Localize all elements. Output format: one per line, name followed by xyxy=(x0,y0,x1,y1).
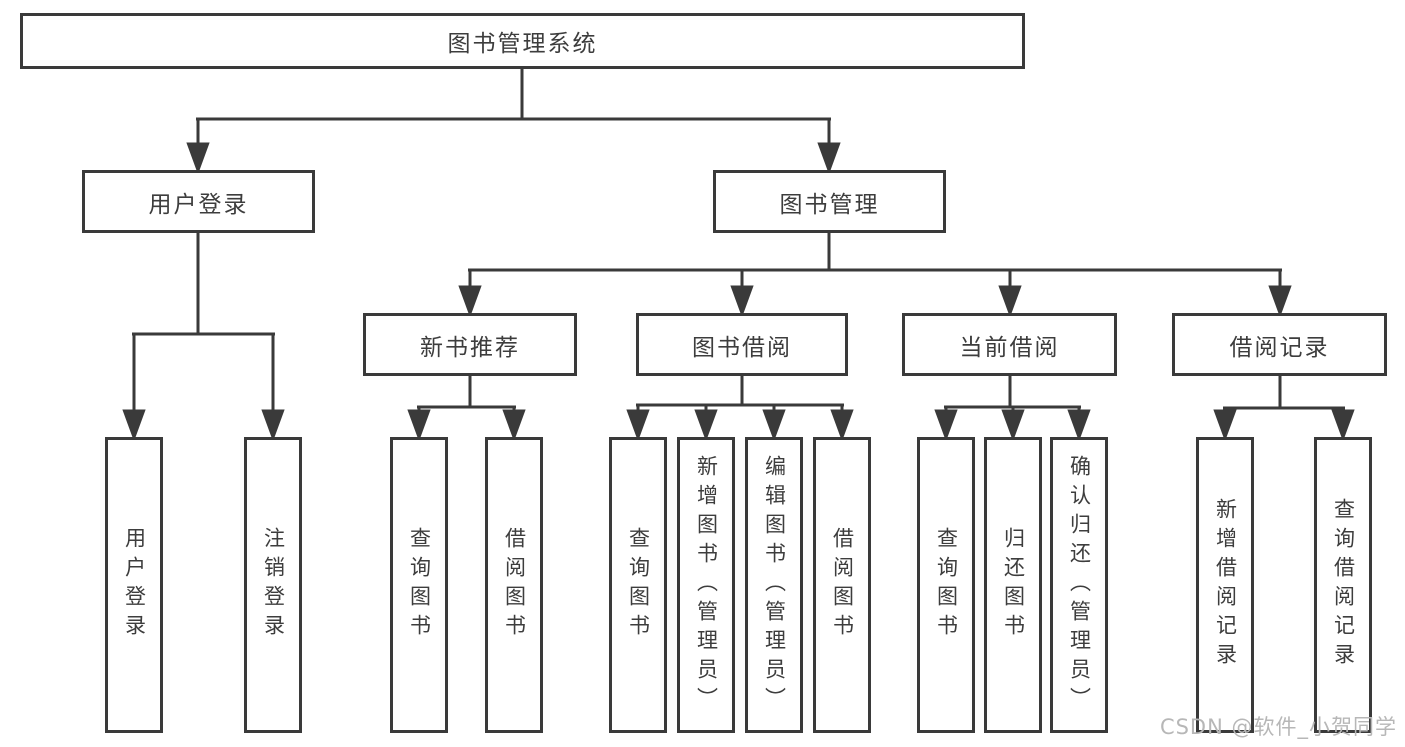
node-label: 归还图书 xyxy=(1001,527,1026,643)
node-label: 新增借阅记录 xyxy=(1213,498,1238,672)
leaf-return-books: 归还图书 xyxy=(984,437,1042,733)
node-label: 确认归还（管理员） xyxy=(1067,454,1092,716)
node-label: 查询图书 xyxy=(626,527,651,643)
node-label: 查询图书 xyxy=(407,527,432,643)
leaf-confirm-return-admin: 确认归还（管理员） xyxy=(1050,437,1108,733)
node-label: 借阅图书 xyxy=(502,527,527,643)
node-label: 新书推荐 xyxy=(420,334,520,361)
node-label: 用户登录 xyxy=(122,527,147,643)
node-current-borrowing: 当前借阅 xyxy=(902,313,1117,376)
leaf-query-books-borrowing: 查询图书 xyxy=(609,437,667,733)
leaf-query-books-recommend: 查询图书 xyxy=(390,437,448,733)
node-book-management: 图书管理 xyxy=(713,170,946,233)
node-user-login: 用户登录 xyxy=(82,170,315,233)
watermark: CSDN @软件_小贺同学 xyxy=(1159,715,1397,739)
leaf-borrow-books-recommend: 借阅图书 xyxy=(485,437,543,733)
leaf-user-login: 用户登录 xyxy=(105,437,163,733)
leaf-edit-book-admin: 编辑图书（管理员） xyxy=(745,437,803,733)
leaf-logout: 注销登录 xyxy=(244,437,302,733)
node-label: 查询借阅记录 xyxy=(1331,498,1356,672)
node-library-management-system: 图书管理系统 xyxy=(20,13,1025,69)
leaf-query-books-current: 查询图书 xyxy=(917,437,975,733)
leaf-add-borrow-record: 新增借阅记录 xyxy=(1196,437,1254,733)
node-label: 新增图书（管理员） xyxy=(694,454,719,716)
node-label: 当前借阅 xyxy=(959,334,1060,361)
node-label: 图书管理 xyxy=(779,191,880,218)
node-label: 图书借阅 xyxy=(692,334,792,361)
node-label: 查询图书 xyxy=(934,527,959,643)
node-label: 借阅图书 xyxy=(830,527,855,643)
node-label: 图书管理系统 xyxy=(447,31,598,57)
node-new-book-recommend: 新书推荐 xyxy=(363,313,577,376)
leaf-query-borrow-record: 查询借阅记录 xyxy=(1314,437,1372,733)
node-label: 用户登录 xyxy=(148,191,249,218)
node-label: 编辑图书（管理员） xyxy=(762,454,787,716)
node-label: 注销登录 xyxy=(261,527,286,643)
leaf-borrow-books: 借阅图书 xyxy=(813,437,871,733)
node-borrowing-records: 借阅记录 xyxy=(1172,313,1387,376)
node-book-borrowing: 图书借阅 xyxy=(636,313,848,376)
leaf-add-book-admin: 新增图书（管理员） xyxy=(677,437,735,733)
node-label: 借阅记录 xyxy=(1229,334,1330,361)
